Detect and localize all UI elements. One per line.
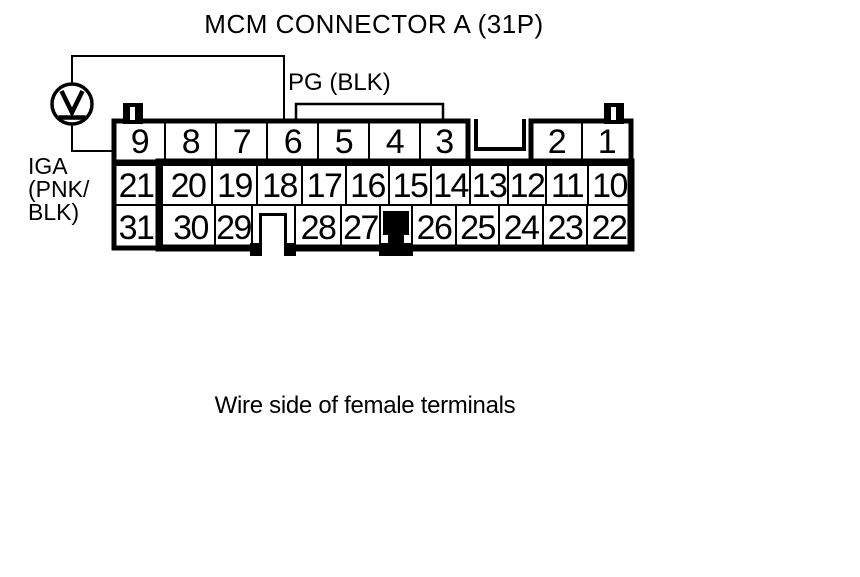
polarity-tab-right <box>604 103 624 124</box>
pin-9-label: 9 <box>131 123 149 161</box>
pg-terminal-bracket <box>294 102 445 121</box>
pin-10-label: 10 <box>592 167 627 205</box>
voltmeter-icon <box>50 82 94 126</box>
pin-6-label: 6 <box>284 123 302 161</box>
blocked-cavity-stem <box>388 232 404 251</box>
wire-voltmeter-to-pin9 <box>71 124 115 152</box>
pin-19-cell <box>211 164 258 206</box>
housing-upper-right-block <box>528 118 634 165</box>
pin-31-cell <box>113 204 159 248</box>
pin-3-label: 3 <box>435 123 453 161</box>
pin-16-cell <box>345 164 390 206</box>
pin-19-label: 19 <box>217 167 252 205</box>
pin-29-cell <box>214 204 253 248</box>
pin-12-cell <box>507 164 547 206</box>
polarity-tab-left <box>123 103 143 124</box>
pin-5-cell <box>317 120 370 163</box>
pin-17-label: 17 <box>307 167 342 205</box>
iga-label-line2: (PNK/ <box>28 176 90 202</box>
pin-2-label: 2 <box>548 123 566 161</box>
pin-9-cell <box>113 120 166 163</box>
pin-26-cell <box>411 204 457 248</box>
pin-29-label: 29 <box>216 209 251 247</box>
pin-27-label: 27 <box>343 209 378 247</box>
voltmeter-v-glyph <box>59 90 85 118</box>
pin-1-label: 1 <box>598 123 616 161</box>
pin-14-label: 14 <box>433 167 468 205</box>
pin-22-label: 22 <box>592 209 627 247</box>
pin-row-top <box>113 120 632 163</box>
pin-7-label: 7 <box>233 123 251 161</box>
pin-20-label: 20 <box>171 167 206 205</box>
pin-15-cell <box>388 164 432 206</box>
pin-16-label: 16 <box>350 167 385 205</box>
pin-8-cell <box>164 120 217 163</box>
wire-voltmeter-to-pin6 <box>71 55 285 120</box>
pin-28-label: 28 <box>301 209 336 247</box>
pin-numbers-row1: 9 8 7 6 5 4 3 2 1 <box>131 123 618 161</box>
pin-23-label: 23 <box>548 209 583 247</box>
keyway-opening <box>259 213 287 256</box>
pin-numbers-row2: 21 20 19 18 17 16 15 14 13 12 11 10 <box>119 167 629 205</box>
pin-row-middle <box>113 164 632 206</box>
pin-18-label: 18 <box>262 167 297 205</box>
pin-30-label: 30 <box>173 209 208 247</box>
pin-31-label: 31 <box>119 209 154 247</box>
pin-18-cell <box>256 164 303 206</box>
blocked-cavity-square <box>383 211 409 235</box>
housing-upper-left-block <box>111 118 471 165</box>
keyway-outline <box>259 213 287 256</box>
caption: Wire side of female terminals <box>215 392 516 419</box>
tab-slit <box>611 107 616 120</box>
pin-21-label: 21 <box>119 167 154 205</box>
pin-27-cell <box>340 204 381 248</box>
pin-5-label: 5 <box>335 123 353 161</box>
pin-numbers-row3: 31 30 29 28 27 26 25 24 23 22 <box>119 209 629 247</box>
pin-15-label: 15 <box>393 167 428 205</box>
iga-label-line1: IGA <box>28 153 68 179</box>
pin-6-cell <box>266 120 319 163</box>
iga-label-line3: BLK) <box>28 199 79 225</box>
pin-13-label: 13 <box>472 167 507 205</box>
page-title: MCM CONNECTOR A (31P) <box>204 9 543 39</box>
pin-24-label: 24 <box>504 209 539 247</box>
pin-12-label: 12 <box>510 167 545 205</box>
tab-slit <box>130 107 135 120</box>
iga-wire-label: IGA (PNK/ BLK) <box>28 153 90 225</box>
housing-recess-channel <box>474 119 526 151</box>
pg-wire-label: PG (BLK) <box>288 69 391 96</box>
pin-25-label: 25 <box>460 209 495 247</box>
pin-11-label: 11 <box>551 167 584 205</box>
pin-4-label: 4 <box>386 123 404 161</box>
pin-8-label: 8 <box>182 123 200 161</box>
blocked-cavity <box>379 211 413 256</box>
keyway-slot <box>250 213 296 256</box>
pin-26-label: 26 <box>417 209 452 247</box>
